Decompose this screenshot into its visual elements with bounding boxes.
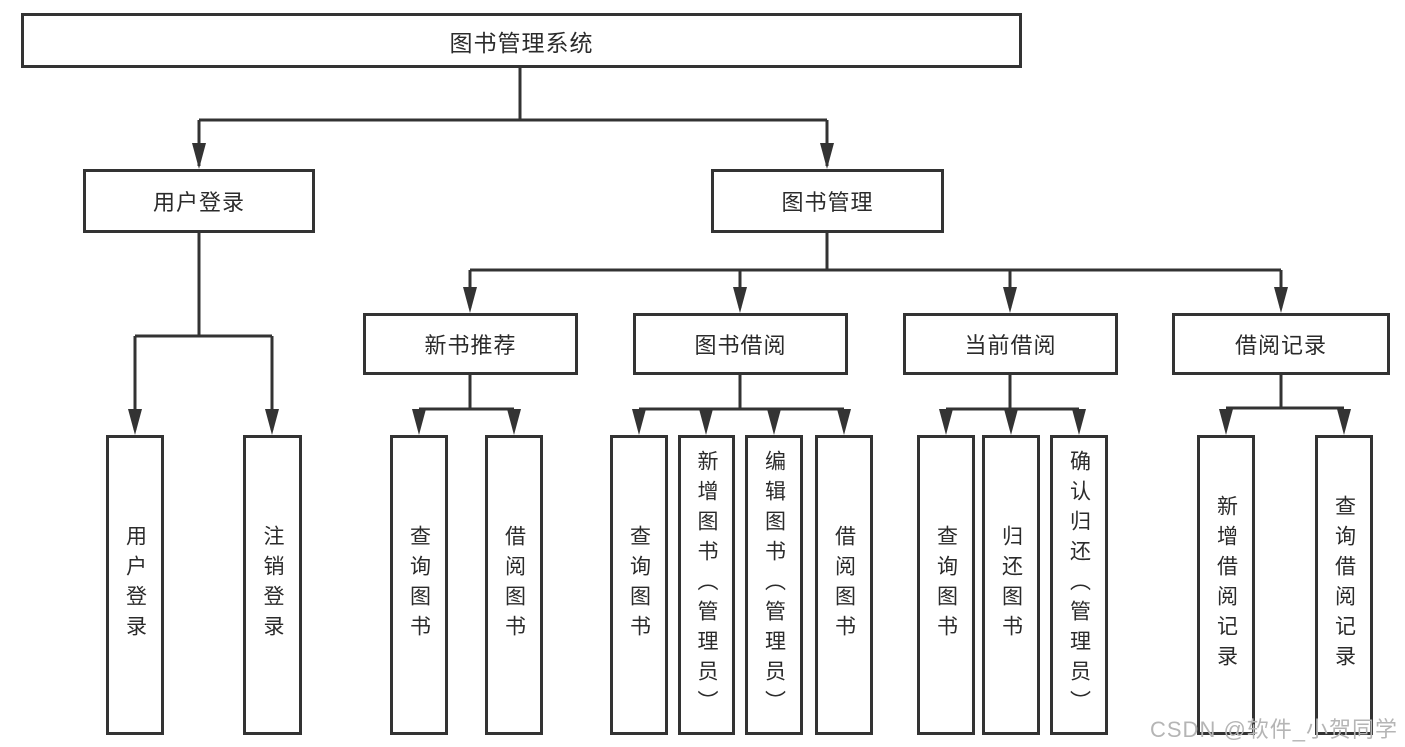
node-label: 注销登录 <box>261 525 284 645</box>
leaf-borrow-add-book-admin: 新增图书（管理员） <box>678 435 735 735</box>
node-label: 用户登录 <box>123 525 147 645</box>
node-label: 图书管理 <box>781 190 874 215</box>
node-label: 借阅图书 <box>502 525 526 645</box>
node-label: 新书推荐 <box>424 333 517 358</box>
node-label: 当前借阅 <box>964 333 1057 358</box>
node-label: 新增图书（管理员） <box>695 450 718 720</box>
leaf-user-login: 用户登录 <box>106 435 164 735</box>
node-borrow-record: 借阅记录 <box>1172 313 1390 375</box>
node-label: 新增借阅记录 <box>1214 495 1238 675</box>
watermark: CSDN @软件_小贺同学 <box>1150 717 1399 742</box>
leaf-logout: 注销登录 <box>243 435 302 735</box>
leaf-current-query-book: 查询图书 <box>917 435 975 735</box>
node-label: 图书借阅 <box>694 333 787 358</box>
leaf-current-confirm-return-admin: 确认归还（管理员） <box>1050 435 1108 735</box>
leaf-borrow-query-book: 查询图书 <box>610 435 668 735</box>
node-label: 借阅记录 <box>1234 333 1327 358</box>
leaf-borrow-edit-book-admin: 编辑图书（管理员） <box>745 435 803 735</box>
leaf-record-add-borrow-record: 新增借阅记录 <box>1197 435 1255 735</box>
node-current-borrow: 当前借阅 <box>903 313 1118 375</box>
leaf-newbook-borrow-book: 借阅图书 <box>485 435 543 735</box>
node-label: 图书管理系统 <box>449 29 594 56</box>
leaf-newbook-query-book: 查询图书 <box>390 435 448 735</box>
node-label: 借阅图书 <box>832 525 856 645</box>
leaf-borrow-borrow-book: 借阅图书 <box>815 435 873 735</box>
leaf-current-return-book: 归还图书 <box>982 435 1040 735</box>
node-root: 图书管理系统 <box>21 13 1022 68</box>
node-label: 用户登录 <box>152 190 245 215</box>
node-user-login: 用户登录 <box>83 169 315 233</box>
leaf-record-query-borrow-record: 查询借阅记录 <box>1315 435 1373 735</box>
node-label: 查询图书 <box>934 525 958 645</box>
node-new-book-rec: 新书推荐 <box>363 313 578 375</box>
node-book-borrow: 图书借阅 <box>633 313 848 375</box>
node-label: 查询图书 <box>407 525 431 645</box>
node-label: 查询借阅记录 <box>1332 495 1356 675</box>
node-book-mgmt: 图书管理 <box>711 169 944 233</box>
node-label: 确认归还（管理员） <box>1067 450 1091 720</box>
node-label: 查询图书 <box>627 525 651 645</box>
node-label: 归还图书 <box>999 525 1023 645</box>
node-label: 编辑图书（管理员） <box>762 450 786 720</box>
